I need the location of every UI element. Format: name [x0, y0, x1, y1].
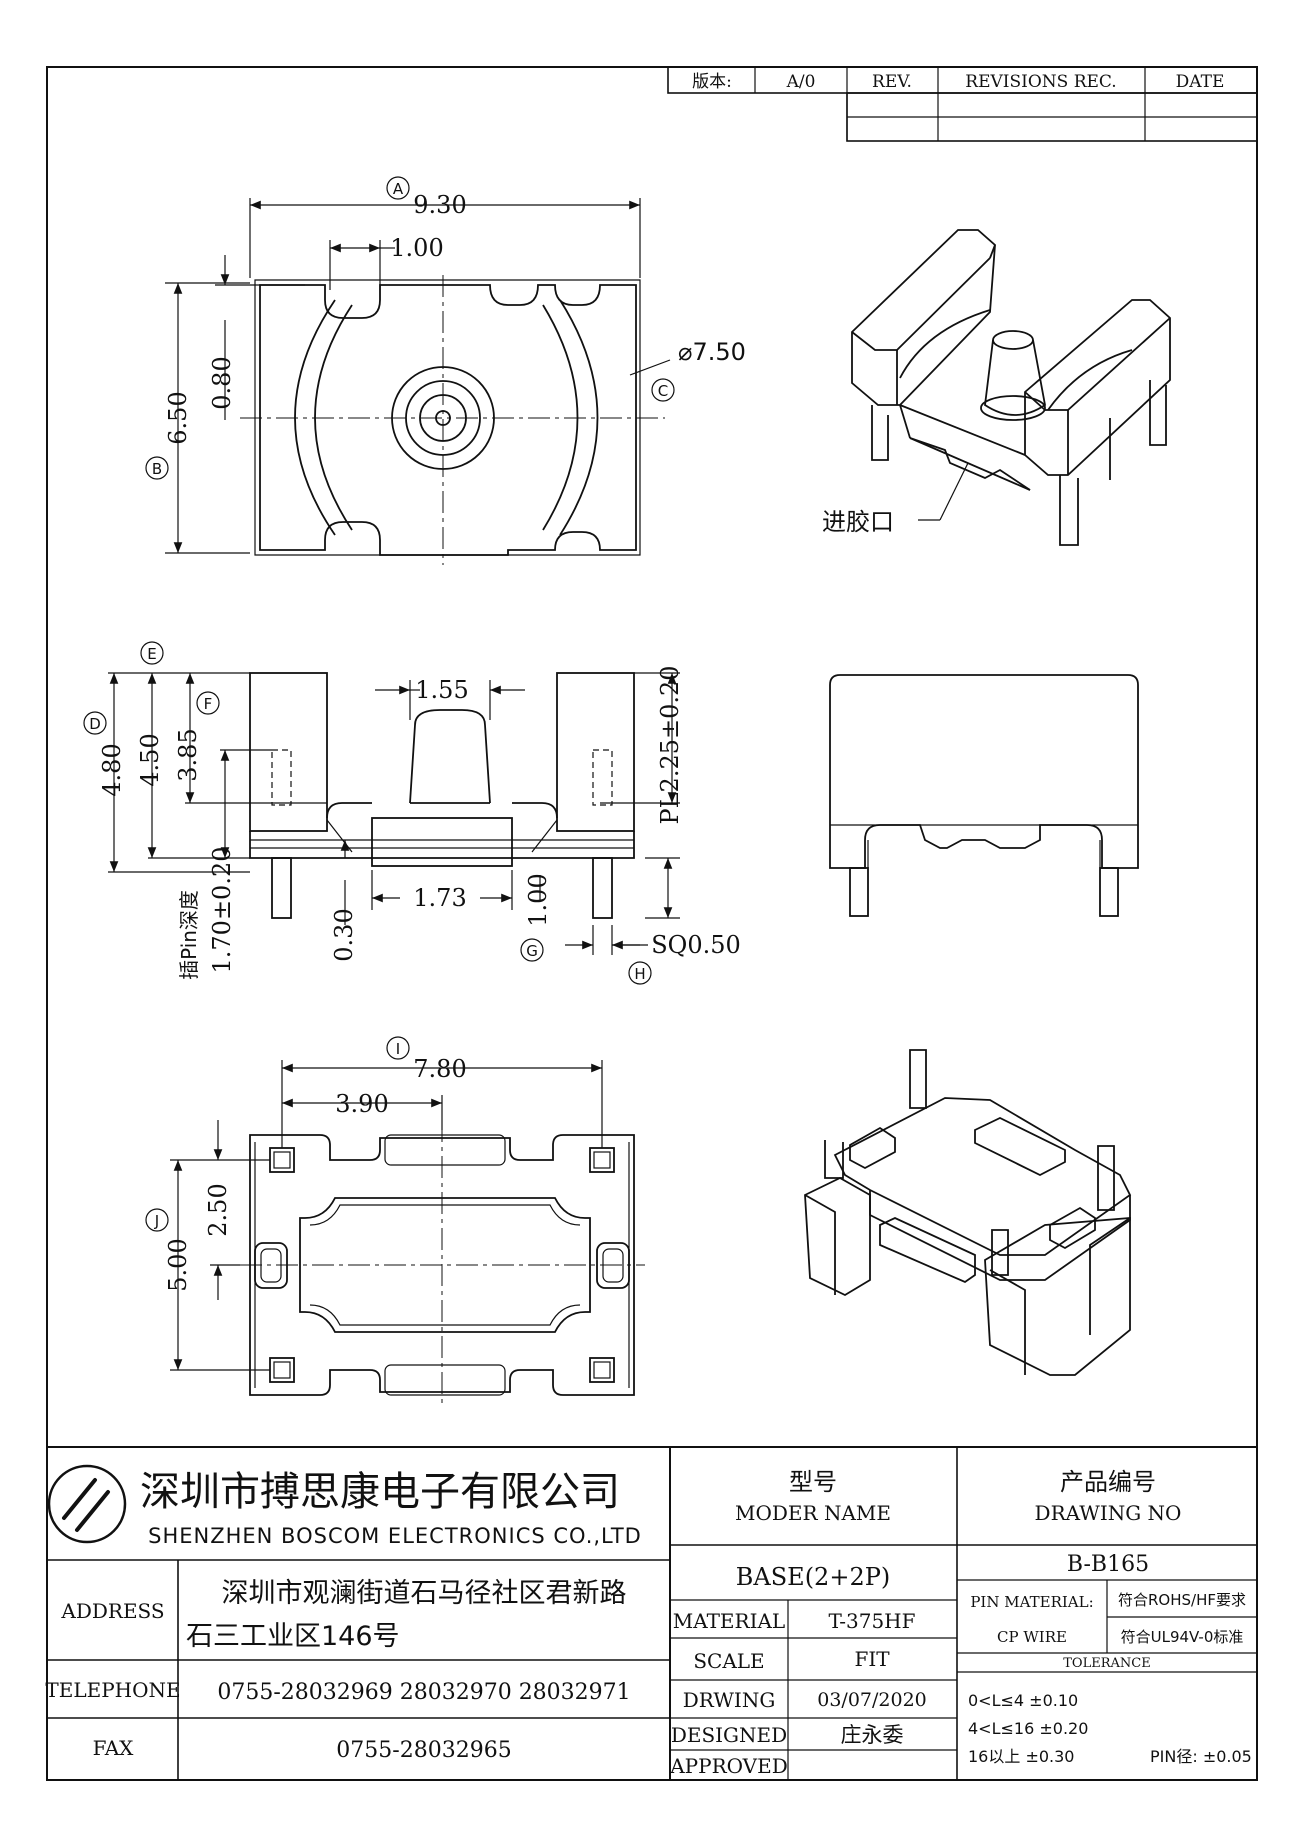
revision-table: 版本: A/0 REV. REVISIONS REC. DATE — [667, 66, 1258, 142]
pin-material-label: PIN MATERIAL: — [970, 1593, 1093, 1611]
dim-780: 7.80 — [413, 1055, 466, 1083]
company-cn: 深圳市搏思康电子有限公司 — [140, 1469, 620, 1515]
iso-view-bottom — [804, 1049, 1132, 1376]
pin-material-value: CP WIRE — [997, 1628, 1067, 1646]
front-view-labels: D 4.80 E 4.50 F 3.85 1.55 PL2.25±0.20 插P… — [83, 641, 741, 985]
callout-i: I — [396, 1040, 400, 1058]
iso-gate-callout: 进胶口 — [822, 462, 969, 536]
date-label: DATE — [1176, 72, 1225, 92]
telephone-label: TELEPHONE — [45, 1678, 180, 1702]
front-view — [249, 672, 635, 919]
version-label: 版本: — [692, 72, 732, 92]
callout-c: C — [658, 382, 668, 400]
gate-label: 进胶口 — [822, 508, 894, 536]
designed-value: 庄永委 — [841, 1723, 904, 1747]
tolerance-1: 0<L≤4 ±0.10 — [968, 1691, 1078, 1710]
top-view-labels: A 9.30 1.00 B 6.50 0.80 ⌀7.50 C — [145, 176, 746, 480]
bottom-view-dimensions — [170, 1060, 603, 1371]
dim-030: 0.30 — [330, 908, 358, 961]
scale-label: SCALE — [693, 1649, 764, 1673]
callout-b: B — [152, 460, 162, 478]
side-view — [829, 674, 1139, 917]
revisions-label: REVISIONS REC. — [965, 72, 1116, 92]
address-label: ADDRESS — [60, 1599, 164, 1623]
height-dim: 6.50 — [164, 391, 192, 444]
tolerance-2: 4<L≤16 ±0.20 — [968, 1719, 1088, 1738]
pl-dim: PL2.25±0.20 — [656, 665, 684, 824]
version-value: A/0 — [786, 72, 816, 92]
ul-note: 符合UL94V-0标准 — [1121, 1628, 1244, 1646]
bottom-view — [240, 1120, 645, 1405]
dim-250: 2.50 — [204, 1183, 232, 1236]
drawing-value: B-B165 — [1067, 1552, 1149, 1577]
callout-h: H — [634, 965, 645, 983]
callout-g: G — [526, 942, 538, 960]
fax-value: 0755-28032965 — [336, 1738, 511, 1763]
sheet-border — [46, 66, 1258, 1781]
tolerance-label: TOLERANCE — [1063, 1656, 1150, 1671]
tolerance-3: 16以上 ±0.30 — [968, 1747, 1074, 1766]
callout-a-circle — [386, 176, 410, 200]
dim-500: 5.00 — [164, 1238, 192, 1291]
title-block — [47, 1446, 1257, 1780]
top-view — [240, 275, 665, 565]
designed-label: DESIGNED — [671, 1723, 787, 1747]
iso-view-top — [851, 229, 1171, 546]
callout-e: E — [147, 645, 156, 663]
sq-dim: SQ0.50 — [651, 931, 741, 959]
address-line1: 深圳市观澜街道石马径社区君新路 — [222, 1578, 627, 1609]
rev-label: REV. — [872, 72, 912, 92]
model-value: BASE(2+2P) — [736, 1563, 890, 1591]
model-cn: 型号 — [789, 1468, 837, 1496]
material-value: T-375HF — [828, 1609, 915, 1633]
front-view-dimensions — [108, 672, 680, 955]
drawing-en: DRAWING NO — [1035, 1501, 1182, 1525]
telephone-value: 0755-28032969 28032970 28032971 — [217, 1680, 630, 1705]
diameter-dim: ⌀7.50 — [678, 338, 746, 366]
scale-value: FIT — [854, 1647, 890, 1671]
callout-a: A — [393, 180, 404, 198]
width-dim: 9.30 — [413, 191, 466, 219]
post-dim: 1.55 — [415, 676, 468, 704]
address-line2: 石三工业区146号 — [186, 1621, 400, 1652]
drawing-date-value: 03/07/2020 — [817, 1689, 927, 1711]
dim-173: 1.73 — [413, 884, 466, 912]
tolerance-pin: PIN径: ±0.05 — [1150, 1747, 1252, 1766]
dim-390: 3.90 — [335, 1090, 388, 1118]
callout-d: D — [89, 715, 101, 733]
dim-d: 4.80 — [98, 743, 126, 796]
material-label: MATERIAL — [673, 1609, 785, 1633]
pin-depth-label: 插Pin深度 — [177, 890, 201, 980]
callout-f: F — [204, 695, 213, 713]
top-view-dimensions — [165, 198, 671, 554]
company-logo — [47, 1464, 127, 1544]
drawing-cn: 产品编号 — [1060, 1468, 1156, 1496]
slot-dim: 1.00 — [390, 234, 443, 262]
dim-100: 1.00 — [524, 873, 552, 926]
drawing-date-label: DRWING — [683, 1688, 776, 1712]
dim-e: 4.50 — [136, 733, 164, 786]
dim-f: 3.85 — [174, 728, 202, 781]
offset-dim: 0.80 — [208, 356, 236, 409]
company-en: SHENZHEN BOSCOM ELECTRONICS CO.,LTD — [148, 1524, 642, 1548]
callout-j: J — [154, 1212, 159, 1230]
pin-depth-dim: 1.70±0.20 — [208, 847, 236, 974]
fax-label: FAX — [93, 1736, 135, 1760]
bottom-view-labels: I 7.80 3.90 J 5.00 2.50 — [145, 1036, 467, 1292]
model-en: MODER NAME — [735, 1501, 891, 1525]
rohs-note: 符合ROHS/HF要求 — [1118, 1591, 1246, 1609]
approved-label: APPROVED — [669, 1754, 788, 1778]
title-block-text: 深圳市搏思康电子有限公司 SHENZHEN BOSCOM ELECTRONICS… — [45, 1468, 1251, 1778]
